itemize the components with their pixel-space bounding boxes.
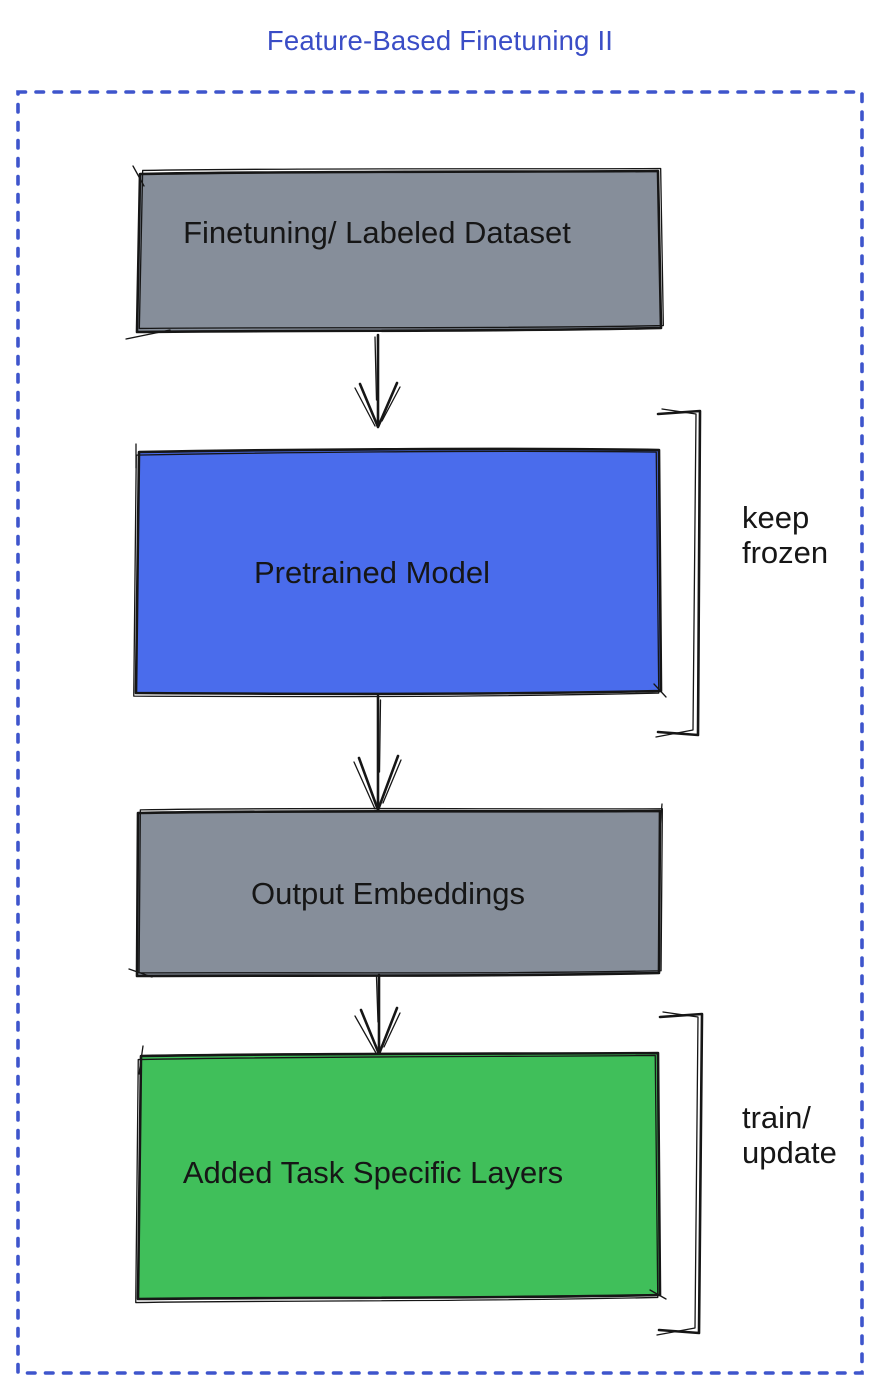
annotation-line-2: frozen — [742, 535, 828, 570]
node-box — [137, 171, 661, 332]
annotation-line-1: train/ — [742, 1100, 811, 1135]
arrow-head — [357, 754, 400, 812]
node-label: Finetuning/ Labeled Dataset — [183, 215, 571, 250]
arrow-head-sketch — [354, 386, 401, 427]
corner-sketch — [128, 803, 663, 978]
node-pretrained-model: Pretrained Model — [132, 443, 667, 698]
bracket-sketch — [656, 1011, 699, 1336]
node-output-embeddings: Output Embeddings — [128, 803, 663, 978]
arrow-head-sketch — [353, 759, 402, 810]
arrow-shaft-sketch — [375, 976, 379, 1023]
arrow-shaft-sketch — [374, 336, 378, 401]
corner-sketch — [125, 165, 171, 340]
node-label: Output Embeddings — [251, 876, 525, 911]
bracket-sketch — [655, 408, 697, 738]
flow-arrow-down-1 — [354, 333, 401, 429]
node-label: Added Task Specific Layers — [183, 1155, 563, 1190]
arrow-head — [358, 381, 399, 429]
node-label: Pretrained Model — [254, 555, 490, 590]
flow-arrow-down-3 — [354, 973, 401, 1056]
flow-arrow-down-2 — [353, 694, 402, 812]
annotation-line-2: update — [742, 1135, 837, 1170]
node-finetuning-labeled-dataset: Finetuning/ Labeled Dataset — [125, 165, 665, 340]
diagram-frame-border — [16, 90, 864, 1375]
corner-sketch — [135, 443, 667, 698]
arrow-head-sketch — [354, 1012, 401, 1054]
train-update-annotation: train/ update — [656, 1011, 837, 1336]
diagram-title: Feature-Based Finetuning II — [267, 25, 613, 56]
annotation-line-1: keep — [742, 500, 809, 535]
bracket-icon — [656, 409, 702, 737]
node-added-task-specific-layers: Added Task Specific Layers — [134, 1045, 667, 1304]
corner-sketch — [138, 1045, 667, 1300]
keep-frozen-annotation: keep frozen — [655, 408, 828, 738]
arrow-shaft-sketch — [378, 699, 382, 773]
